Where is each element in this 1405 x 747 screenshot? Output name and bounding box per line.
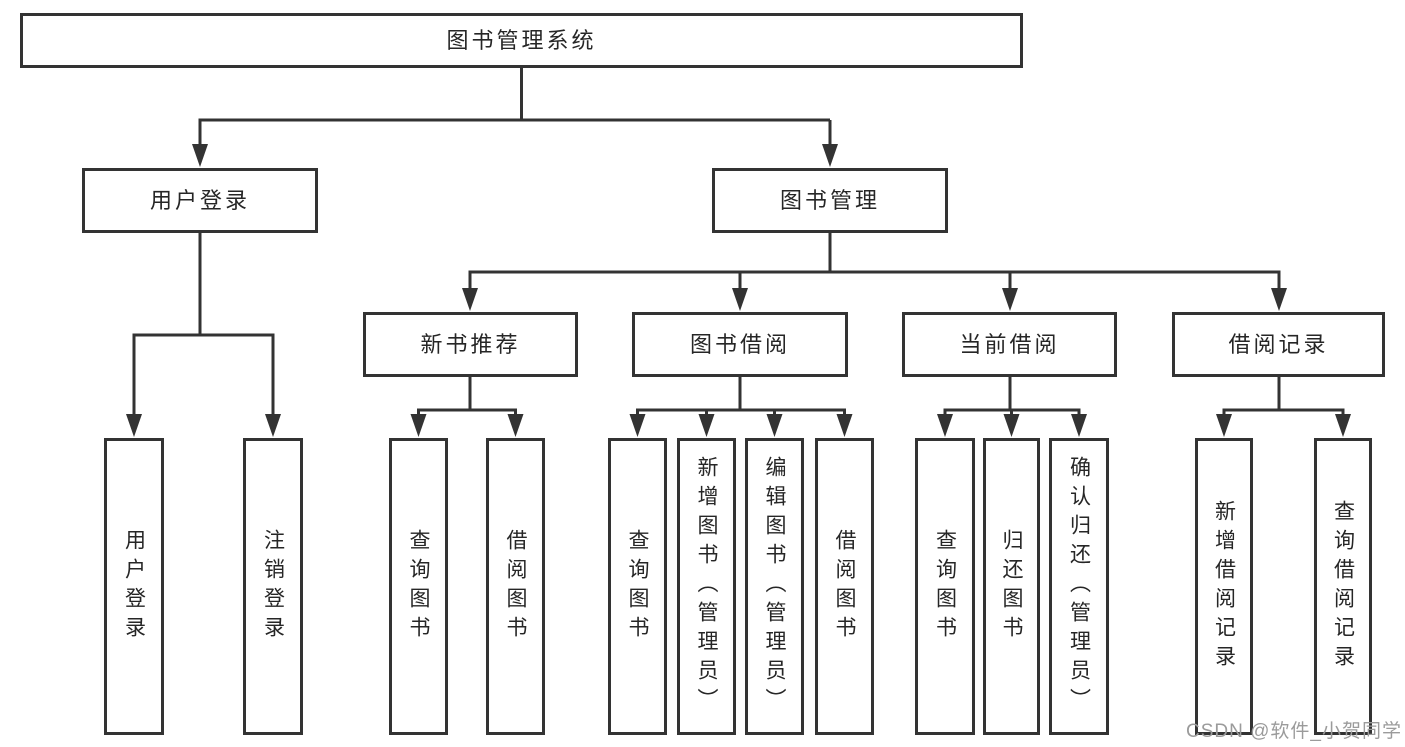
node-system-root-label: 图书管理系统: [446, 27, 597, 53]
leaf-user-login: 用户登录: [104, 438, 164, 735]
node-borrow-records: 借阅记录: [1172, 312, 1385, 377]
connector-bookmgmt-to-level3: [462, 233, 1287, 311]
node-book-management: 图书管理: [712, 168, 948, 233]
leaf-current-query-books-label: 查询图书: [933, 528, 957, 645]
leaf-records-add-record-label: 新增借阅记录: [1212, 499, 1236, 674]
node-system-root: 图书管理系统: [20, 13, 1023, 68]
leaf-current-confirm-return-admin-label: 确认归还（管理员）: [1067, 456, 1091, 717]
node-user-login: 用户登录: [82, 168, 318, 233]
leaf-borrowing-borrow-books-label: 借阅图书: [833, 528, 856, 645]
node-borrow-records-label: 借阅记录: [1228, 331, 1329, 357]
node-current-borrowing-label: 当前借阅: [959, 331, 1060, 357]
connector-records-to-leaves: [1216, 377, 1351, 437]
leaf-logout: 注销登录: [243, 438, 303, 735]
leaf-newbooks-borrow-books: 借阅图书: [486, 438, 545, 735]
node-current-borrowing: 当前借阅: [902, 312, 1117, 377]
leaf-user-login-label: 用户登录: [122, 528, 146, 645]
connector-userlogin-to-leaves: [126, 233, 281, 437]
leaf-borrowing-edit-books-admin: 编辑图书（管理员）: [745, 438, 804, 735]
node-user-login-label: 用户登录: [149, 187, 250, 213]
leaf-records-query-record: 查询借阅记录: [1314, 438, 1372, 735]
csdn-watermark: CSDN @软件_小贺同学: [1186, 721, 1402, 742]
leaf-records-add-record: 新增借阅记录: [1195, 438, 1253, 735]
leaf-current-confirm-return-admin: 确认归还（管理员）: [1049, 438, 1109, 735]
connector-borrowing-to-leaves: [629, 377, 853, 437]
leaf-current-query-books: 查询图书: [915, 438, 975, 735]
node-book-borrowing: 图书借阅: [632, 312, 848, 377]
leaf-borrowing-borrow-books: 借阅图书: [815, 438, 874, 735]
leaf-newbooks-query-books: 查询图书: [389, 438, 448, 735]
leaf-logout-label: 注销登录: [261, 528, 285, 645]
leaf-newbooks-borrow-books-label: 借阅图书: [504, 528, 527, 645]
leaf-borrowing-query-books: 查询图书: [608, 438, 667, 735]
leaf-current-return-books: 归还图书: [983, 438, 1040, 735]
node-book-borrowing-label: 图书借阅: [689, 331, 790, 357]
connector-newbooks-to-leaves: [410, 377, 524, 437]
leaf-borrowing-query-books-label: 查询图书: [626, 528, 649, 645]
leaf-borrowing-add-books-admin: 新增图书（管理员）: [677, 438, 736, 735]
connector-root-to-level2: [192, 68, 838, 167]
node-new-book-recommend: 新书推荐: [363, 312, 578, 377]
leaf-newbooks-query-books-label: 查询图书: [407, 528, 430, 645]
node-book-management-label: 图书管理: [779, 187, 880, 213]
node-new-book-recommend-label: 新书推荐: [420, 331, 521, 357]
leaf-borrowing-edit-books-admin-label: 编辑图书（管理员）: [763, 456, 786, 717]
leaf-records-query-record-label: 查询借阅记录: [1331, 499, 1355, 674]
connector-current-to-leaves: [937, 377, 1087, 437]
leaf-current-return-books-label: 归还图书: [1000, 528, 1023, 645]
leaf-borrowing-add-books-admin-label: 新增图书（管理员）: [695, 456, 718, 717]
